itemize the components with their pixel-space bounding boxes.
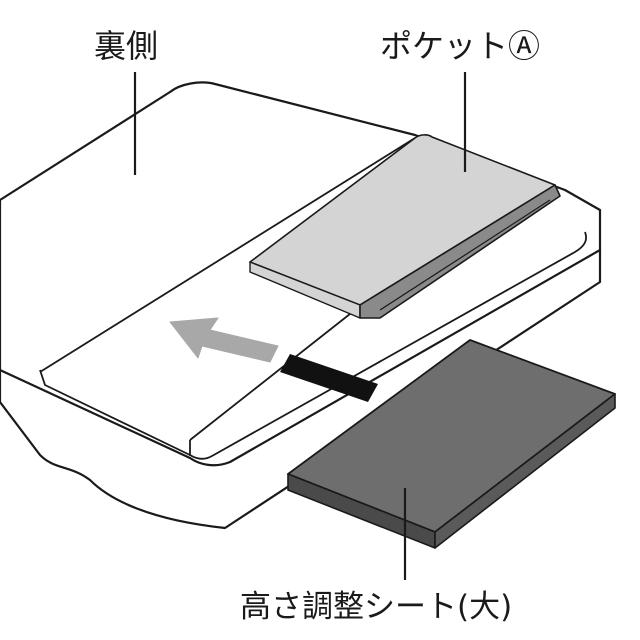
tray-recess-outline bbox=[39, 231, 588, 460]
pocket-a-top bbox=[249, 134, 556, 306]
slide-channel-line-left bbox=[39, 137, 416, 373]
height-adjust-sheet-label: 高さ調整シート(大) bbox=[240, 589, 513, 625]
left-arrow-icon bbox=[169, 317, 279, 363]
back-side-label: 裏側 bbox=[94, 27, 159, 65]
guide-mark bbox=[280, 354, 378, 402]
pocket-a-slot-lip bbox=[379, 199, 551, 311]
tray-base bbox=[0, 246, 602, 530]
slide-channel-line-right bbox=[189, 309, 356, 441]
sheet-side-edge bbox=[434, 393, 616, 549]
pocket-a-label: ポケットⒶ bbox=[380, 27, 541, 65]
pocket-a-slot bbox=[359, 184, 561, 319]
